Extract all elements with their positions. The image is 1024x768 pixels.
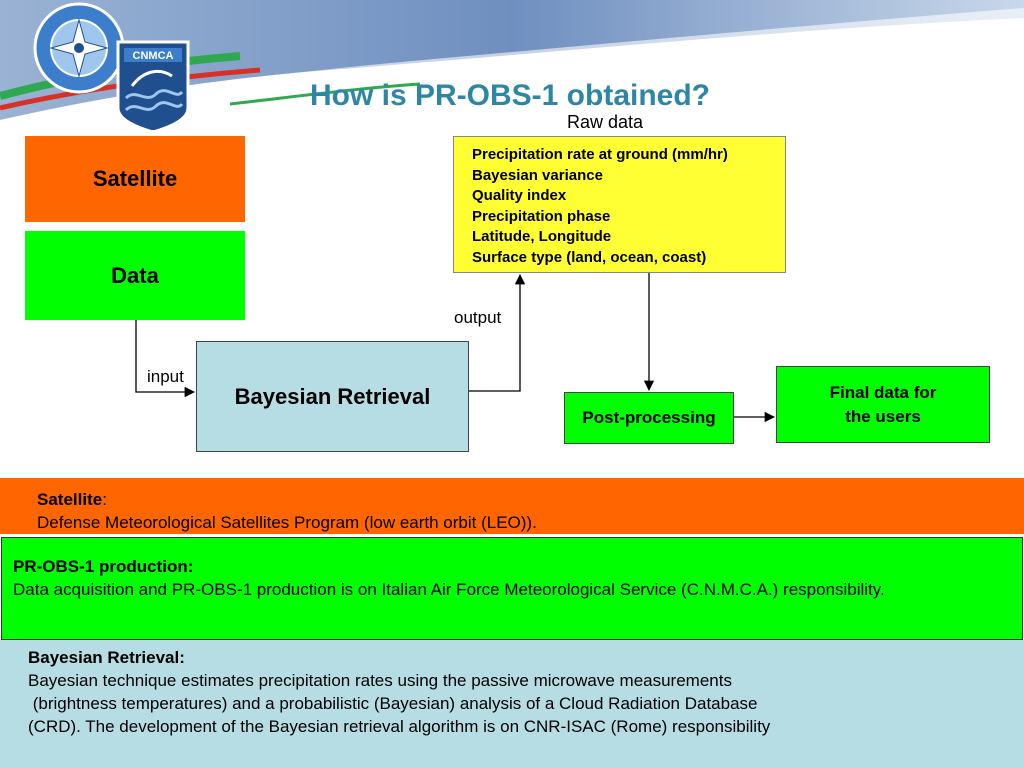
page-title: How is PR-OBS-1 obtained? xyxy=(309,79,711,112)
cnmca-logo: CNMCA xyxy=(116,40,190,130)
bayesian-description-heading: Bayesian Retrieval: xyxy=(28,648,185,667)
raw-data-label: Raw data xyxy=(566,112,644,132)
bayesian-description-line: Bayesian technique estimates precipitati… xyxy=(28,671,732,690)
raw-data-item: Precipitation rate at ground (mm/hr) xyxy=(472,146,728,163)
bayesian-retrieval-box: Bayesian Retrieval xyxy=(196,341,469,452)
post-processing-label: Post-processing xyxy=(582,408,716,427)
final-data-label-line2: the users xyxy=(845,407,921,426)
input-label: input xyxy=(147,367,184,386)
final-data-label-line1: Final data for xyxy=(829,383,937,402)
bayesian-description-line: (brightness temperatures) and a probabil… xyxy=(28,694,758,713)
satellite-description-heading: Satellite xyxy=(37,490,103,509)
bayesian-retrieval-label: Bayesian Retrieval xyxy=(234,383,431,409)
raw-data-item: Quality index xyxy=(472,187,567,204)
header-banner: CNMCA xyxy=(0,0,1024,130)
bayes-to-raw-arrow xyxy=(469,273,526,392)
post-processing-box: Post-processing xyxy=(564,392,734,444)
raw-data-item: Surface type (land, ocean, coast) xyxy=(472,248,707,266)
raw-data-box: Precipitation rate at ground (mm/hr) Bay… xyxy=(453,136,786,273)
satellite-box-label: Satellite xyxy=(92,166,178,191)
final-data-box: Final data for the users xyxy=(776,366,990,443)
satellite-description-text: Defense Meteorological Satellites Progra… xyxy=(37,513,537,532)
production-description-band: PR-OBS-1 production: Data acquisition an… xyxy=(1,537,1023,640)
svg-text:CNMCA: CNMCA xyxy=(133,50,174,62)
raw-data-item: Latitude, Longitude xyxy=(472,228,612,245)
output-label: output xyxy=(454,308,502,327)
meteo-service-logo xyxy=(33,2,125,94)
satellite-box: Satellite xyxy=(25,136,245,222)
raw-data-item: Bayesian variance xyxy=(472,166,603,184)
satellite-description-colon: : xyxy=(102,490,107,509)
data-box: Data xyxy=(25,231,245,320)
data-box-label: Data xyxy=(111,262,159,288)
bayesian-description-band: Bayesian Retrieval: Bayesian technique e… xyxy=(0,640,1024,768)
satellite-description-band: Satellite: Defense Meteorological Satell… xyxy=(0,478,1024,534)
raw-data-item: Precipitation phase xyxy=(472,207,611,225)
bayesian-description-line: (CRD). The development of the Bayesian r… xyxy=(28,717,771,736)
production-description-heading: PR-OBS-1 production: xyxy=(13,557,194,576)
production-description-text: Data acquisition and PR-OBS-1 production… xyxy=(13,580,885,599)
